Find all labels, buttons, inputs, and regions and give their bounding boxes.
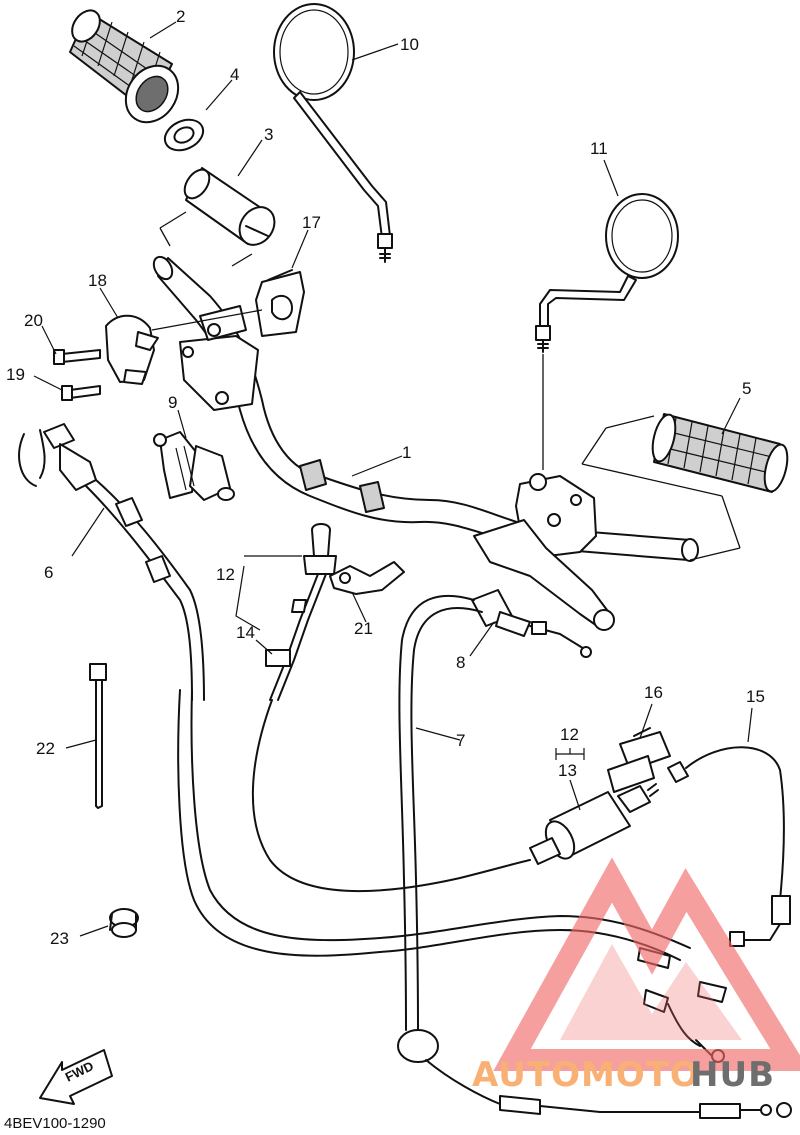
callout-23: 23 <box>50 929 69 948</box>
callout-12-right: 12 <box>560 725 579 744</box>
left-switch-housing <box>179 305 259 411</box>
callout-11: 11 <box>590 139 608 158</box>
right-grip-part-5 <box>651 413 789 493</box>
fwd-direction-arrow: FWD <box>39 1049 113 1105</box>
callout-13: 13 <box>558 761 577 780</box>
clamp-part-17 <box>255 269 305 337</box>
callout-17: 17 <box>302 213 321 232</box>
automotohub-watermark: AUTOMOTO HUB <box>472 857 800 1095</box>
bracket-part-18 <box>105 314 159 385</box>
throttle-tube-part-3 <box>183 167 276 246</box>
callout-10: 10 <box>400 35 419 54</box>
automotohub-logo-icon <box>493 857 800 1071</box>
callout-20: 20 <box>24 311 43 330</box>
holder-part-16 <box>607 727 671 793</box>
left-grip-part-2 <box>69 9 180 124</box>
drawing-code: 4BEV100-1290 <box>4 1115 106 1132</box>
callout-12-left: 12 <box>216 565 235 584</box>
cable-part-15 <box>667 746 791 947</box>
mirror-right-part-11 <box>535 193 679 353</box>
callout-15: 15 <box>746 687 765 706</box>
callout-1: 1 <box>402 443 411 462</box>
throttle-cables-part-6 <box>18 423 691 961</box>
choke-plunger-part-13 <box>529 783 659 865</box>
callout-8: 8 <box>456 653 465 672</box>
clutch-cable-part-8-7 <box>398 589 592 1031</box>
callout-21: 21 <box>354 619 373 638</box>
callout-leaders <box>33 21 753 937</box>
mirror-left-part-10 <box>273 3 393 263</box>
cable-tie-part-22 <box>89 663 107 809</box>
watermark-secondary: HUB <box>690 1055 775 1095</box>
screw-part-20 <box>53 349 101 365</box>
callout-4: 4 <box>230 65 239 84</box>
callout-3: 3 <box>264 125 273 144</box>
callout-6: 6 <box>44 563 53 582</box>
lower-cable-ends <box>397 1029 792 1119</box>
callout-18: 18 <box>88 271 107 290</box>
lever-holder-part-9 <box>153 431 235 501</box>
callout-16: 16 <box>644 683 663 702</box>
collar-ring-part-4 <box>163 118 205 152</box>
brake-lever-assembly <box>473 473 615 631</box>
callout-5: 5 <box>742 379 751 398</box>
callout-22: 22 <box>36 739 55 758</box>
clip-part-23 <box>109 908 139 938</box>
callout-14: 14 <box>236 623 255 642</box>
callout-9: 9 <box>168 393 177 412</box>
bracket-part-21 <box>329 561 405 595</box>
watermark-primary: AUTOMOTO <box>472 1055 700 1095</box>
callout-2: 2 <box>176 7 185 26</box>
callout-19: 19 <box>6 365 25 384</box>
screw-part-19 <box>61 385 101 401</box>
callout-numbers: 2 4 3 10 11 17 18 20 19 5 9 1 6 12 14 21… <box>4 7 765 1132</box>
handlebar-part-1 <box>152 255 699 562</box>
callout-7: 7 <box>456 731 465 750</box>
